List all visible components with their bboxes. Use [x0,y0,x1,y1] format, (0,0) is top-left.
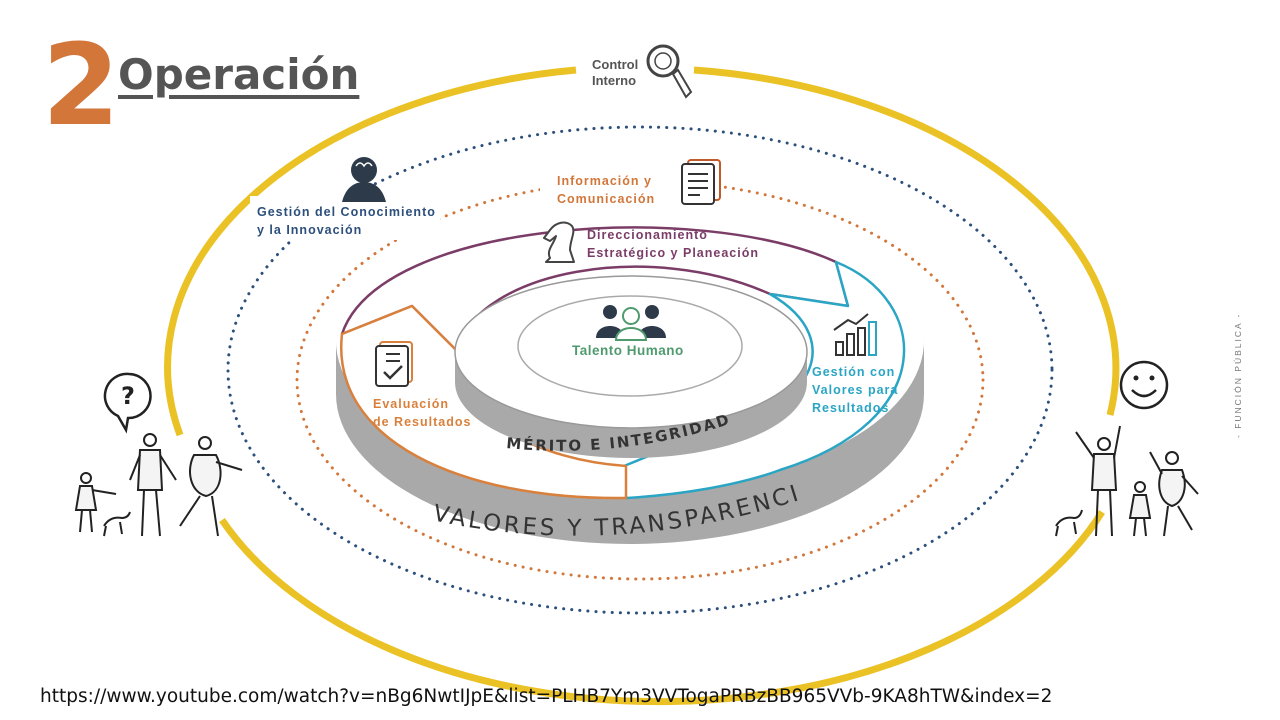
smiley-icon [1119,360,1169,410]
informacion-comunicacion-label: Información y Comunicación [557,174,656,206]
gestion-valores-label: Gestión con Valores para Resultados [812,365,899,415]
brain-head-icon [342,157,386,202]
question-bubble-icon: ? [103,372,152,434]
direccionamiento-label: Direccionamiento Estratégico y Planeació… [587,228,759,260]
talento-humano-label: Talento Humano [572,343,684,358]
outer-ring-top-right [693,66,1120,416]
chess-knight-icon [543,221,575,263]
inner-disc-side [455,352,807,458]
dotted-blue-ring [226,125,1054,615]
control-interno-label: Control Interno [592,57,639,88]
svg-text:?: ? [121,382,135,410]
bar-chart-icon [833,313,877,356]
gestion-conocimiento-label: Gestión del Conocimiento y la Innovación [257,205,436,237]
section-number: 2 [42,21,120,151]
source-url[interactable]: https://www.youtube.com/watch?v=nBg6NwtI… [40,686,1053,707]
dotted-orange-ring [295,179,985,581]
people-group-icon [596,305,666,341]
outer-disc-side [336,340,924,544]
evaluacion-resultados-label: Evaluación de Resultados [373,397,472,429]
page-title: Operación [118,50,360,99]
funcion-publica-side-text: - FUNCIÓN PÚBLICA - [1233,312,1243,438]
family-left-illustration [74,433,243,537]
outer-ring-bottom [219,510,1105,706]
family-right-illustration [1055,425,1199,537]
talento-circle [517,295,743,397]
checklist-icon [375,341,413,387]
search-icon [646,44,693,99]
document-icon [681,159,721,205]
